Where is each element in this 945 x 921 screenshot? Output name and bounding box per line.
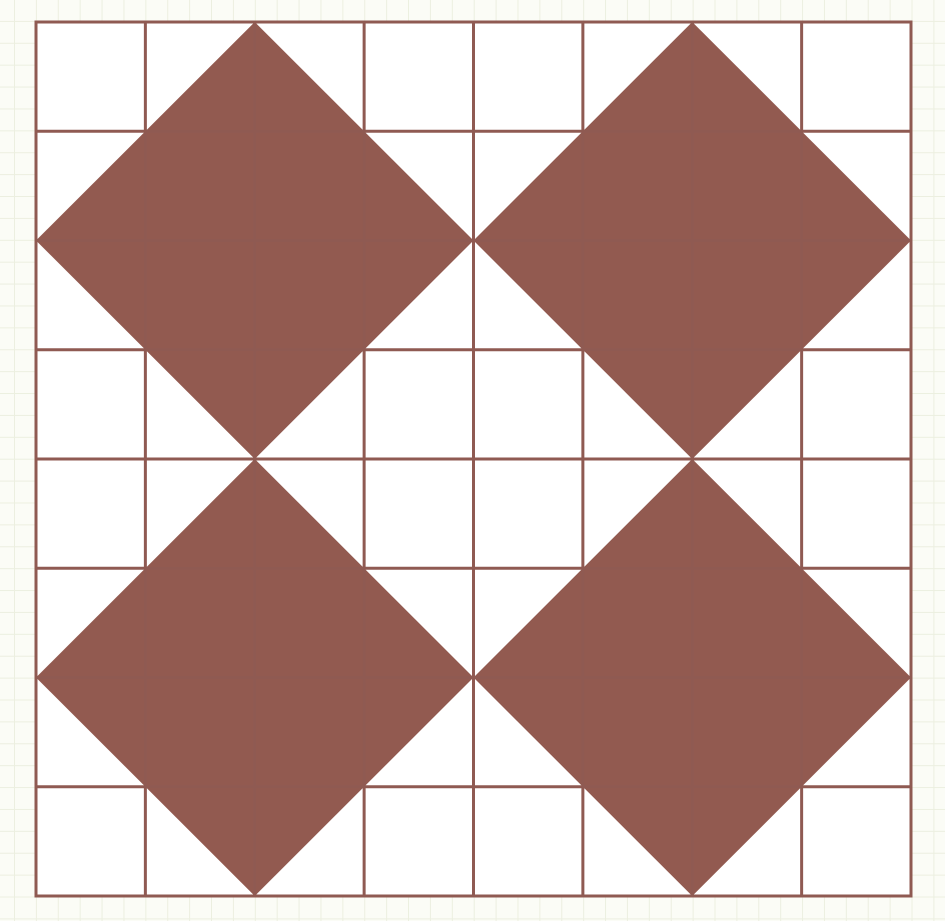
board-border	[34, 20, 913, 898]
grid-lines	[36, 22, 911, 896]
